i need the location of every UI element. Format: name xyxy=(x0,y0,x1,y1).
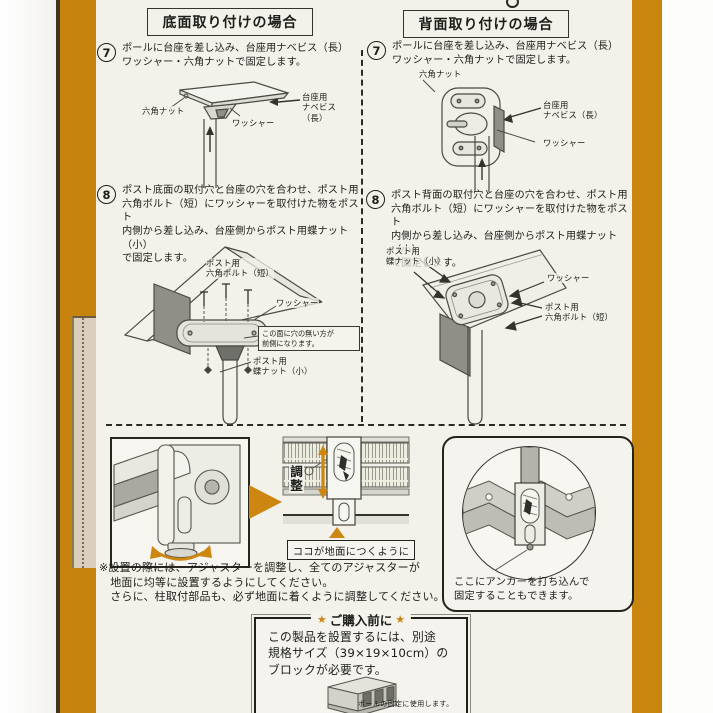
left7-washer-label: ワッシャー xyxy=(232,118,275,129)
ground-contact-diagram: 調整 xyxy=(282,436,410,534)
section-divider xyxy=(106,424,626,426)
step7-left-number: 7 xyxy=(97,43,116,62)
install-note: ※設置の際には、アジャスターを調整し、全てのアジャスターが 地面に均等に設置する… xyxy=(99,561,445,604)
right7-hexnut-label: 六角ナット xyxy=(419,69,462,80)
left7-panscrew-label: 台座用 ナベビス（長） xyxy=(302,92,352,124)
box-edge-shadow xyxy=(56,0,60,713)
right8-washer-label: ワッシャー xyxy=(547,273,590,284)
adjuster-closeup-diagram xyxy=(110,437,250,568)
post-back-mount-diagram: ポスト用 蝶ナット（小） ワッシャー ポスト用 六角ボルト（短） xyxy=(368,240,626,430)
ground-caption-box: ココが地面につくように xyxy=(287,540,415,560)
post-bottom-mount-diagram: ポスト用 六角ボルト（短） ワッシャー この面に穴の無い方が 前側になります。 … xyxy=(108,240,360,430)
column-divider xyxy=(361,50,363,422)
post-back-mount-art xyxy=(413,249,567,425)
anchor-detail-circle xyxy=(462,446,596,580)
header-back-mount-label: 背面取り付けの場合 xyxy=(418,17,554,33)
purchase-box-text: この製品を設置するには、別途 規格サイズ（39×19×10cm）の ブロックが必… xyxy=(268,630,449,677)
front-side-note: この面に穴の無い方が 前側になります。 xyxy=(258,326,360,352)
box-edge-white xyxy=(0,0,56,713)
concrete-block-icon xyxy=(320,675,398,713)
step8-right-number: 8 xyxy=(366,190,385,209)
step7-left: 7 ポールに台座を差し込み、台座用ナベビス（長） ワッシャー・六角ナットで固定し… xyxy=(97,42,359,69)
ground-contact-art xyxy=(282,436,410,526)
left8-washer-label: ワッシャー xyxy=(276,298,319,309)
ground-caption-text: ココが地面につくように xyxy=(292,545,410,558)
cardboard-cut-notch xyxy=(72,316,99,568)
header-back-mount: 背面取り付けの場合 xyxy=(403,10,569,38)
purchase-title-text: ご購入前に xyxy=(329,613,393,628)
left8-wingnut-label: ポスト用 蝶ナット（小） xyxy=(253,356,313,377)
pedestal-top-diagram: 六角ナット ワッシャー 台座用 ナベビス（長） xyxy=(112,80,352,192)
back-plate-art xyxy=(422,79,542,192)
header-bottom-mount: 底面取り付けの場合 xyxy=(147,8,313,36)
adjust-label: 調整 xyxy=(289,464,304,493)
right8-wingnut-label: ポスト用 蝶ナット（小） xyxy=(386,246,446,267)
corrugation-dots xyxy=(82,318,86,568)
step7-right: 7 ポールに台座を差し込み、台座用ナベビス（長） ワッシャー・六角ナットで固定し… xyxy=(367,40,629,67)
step8-left-text: ポスト底面の取付穴と台座の穴を合わせ、ポスト用 六角ボルト（短）にワッシャーを取… xyxy=(122,185,359,265)
star-icon: ★ xyxy=(316,613,327,626)
pedestal-top-art xyxy=(169,81,301,188)
left7-hexnut-label: 六角ナット xyxy=(142,106,185,117)
step7-left-text: ポールに台座を差し込み、台座用ナベビス（長） ワッシャー・六角ナットで固定します… xyxy=(122,43,349,68)
step7-right-text: ポールに台座を差し込み、台座用ナベビス（長） ワッシャー・六角ナットで固定します… xyxy=(392,41,619,66)
left8-hexbolt-label: ポスト用 六角ボルト（短） xyxy=(206,258,274,279)
cropped-letter-mark xyxy=(506,0,519,8)
arrow-up-icon xyxy=(329,527,345,538)
right7-washer-label: ワッシャー xyxy=(543,138,586,149)
anchor-fixing-panel: ここにアンカーを打ち込んで 固定することもできます。 xyxy=(442,436,634,612)
anchor-detail-art xyxy=(463,447,595,579)
arrow-right-icon xyxy=(249,485,282,519)
purchase-box-caption: ポールの固定に使用します。 xyxy=(358,700,454,708)
step8-left-number: 8 xyxy=(97,185,116,204)
anchor-caption: ここにアンカーを打ち込んで 固定することもできます。 xyxy=(454,576,590,602)
purchase-box-title: ★ ご購入前に ★ xyxy=(310,610,412,629)
box-edge-white-right xyxy=(662,0,713,713)
step8-left: 8 ポスト底面の取付穴と台座の穴を合わせ、ポスト用 六角ボルト（短）にワッシャー… xyxy=(97,184,361,266)
orange-bar-right xyxy=(632,0,662,713)
adjuster-closeup-art xyxy=(113,444,241,561)
star-icon: ★ xyxy=(395,613,406,626)
right8-hexbolt-label: ポスト用 六角ボルト（短） xyxy=(545,302,613,323)
header-bottom-mount-label: 底面取り付けの場合 xyxy=(162,15,298,31)
back-plate-diagram: 台座用 ナベビス（長） ワッシャー xyxy=(385,79,628,195)
right7-panscrew-label: 台座用 ナベビス（長） xyxy=(543,100,603,121)
purchase-note-box: ★ ご購入前に ★ この製品を設置するには、別途 規格サイズ（39×19×10c… xyxy=(251,610,471,713)
step7-right-number: 7 xyxy=(367,41,386,60)
